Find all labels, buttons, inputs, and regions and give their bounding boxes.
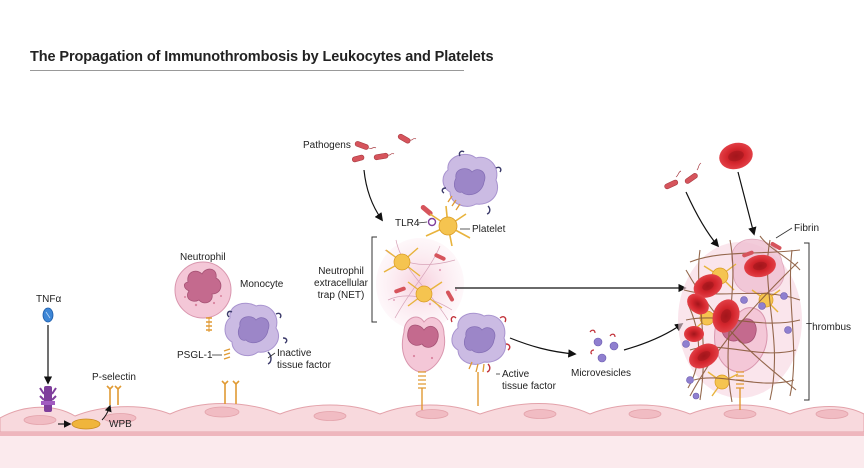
thrombus-rbcs	[684, 254, 776, 369]
monocyte-cell	[223, 302, 288, 365]
tlr4-platelet	[420, 204, 471, 247]
label-pathogens: Pathogens	[303, 140, 351, 151]
diagram-title: The Propagation of Immunothrombosis by L…	[30, 49, 494, 65]
monocyte-to-microvesicles-arrow	[509, 337, 577, 358]
label-tlr4: TLR4	[395, 218, 420, 229]
label-monocyte: Monocyte	[240, 279, 284, 290]
label-microvesicles: Microvesicles	[571, 368, 632, 379]
endothelium-layer	[0, 403, 864, 468]
tnfa-molecule	[42, 307, 54, 323]
weibel-palade-body	[71, 418, 101, 430]
pathogens-right	[664, 162, 702, 190]
label-wpb: WPB	[109, 419, 132, 430]
tnf-receptor	[39, 386, 57, 412]
label-psgl1: PSGL-1	[177, 350, 213, 361]
microvesicles-to-thrombus-arrow	[623, 323, 684, 351]
title-underline	[30, 70, 464, 71]
net-cloud	[376, 238, 464, 330]
monocyte-active-cell	[450, 312, 511, 406]
label-active-tissue-factor: Active tissue factor	[502, 369, 556, 392]
neutrophil-cell	[174, 261, 232, 332]
net-platelet-2	[407, 281, 443, 309]
p-selectin-arrow	[101, 404, 112, 421]
rbc-arrow	[737, 171, 757, 236]
label-neutrophil: Neutrophil	[180, 252, 226, 263]
microvesicles-group	[589, 329, 619, 363]
label-net: Neutrophil extracellular trap (NET)	[314, 266, 368, 301]
pathogen-right-arrow	[685, 191, 720, 248]
pathogens-group	[351, 133, 417, 163]
label-p-selectin: P-selectin	[92, 372, 136, 383]
label-tnfa: TNFα	[36, 294, 62, 305]
thrombus-bracket	[804, 242, 810, 401]
neutrophil-attached-cell	[402, 316, 446, 410]
monocyte-top-cell	[441, 150, 502, 215]
fibrin-leader	[775, 227, 793, 239]
label-fibrin: Fibrin	[794, 223, 820, 234]
net-platelet-1	[383, 247, 421, 277]
tlr4-leader	[417, 221, 428, 224]
thrombus-mass	[678, 235, 802, 410]
net-bracket	[371, 236, 377, 323]
p-selectin-receptors	[106, 380, 240, 405]
rbc-top-right	[719, 142, 753, 170]
label-inactive-tissue-factor: Inactive tissue factor	[277, 348, 331, 371]
pathogen-arrow	[363, 169, 383, 222]
inactive-tf-leader	[267, 352, 276, 359]
label-thrombus: Thrombus	[806, 322, 852, 333]
label-platelet: Platelet	[472, 224, 506, 235]
